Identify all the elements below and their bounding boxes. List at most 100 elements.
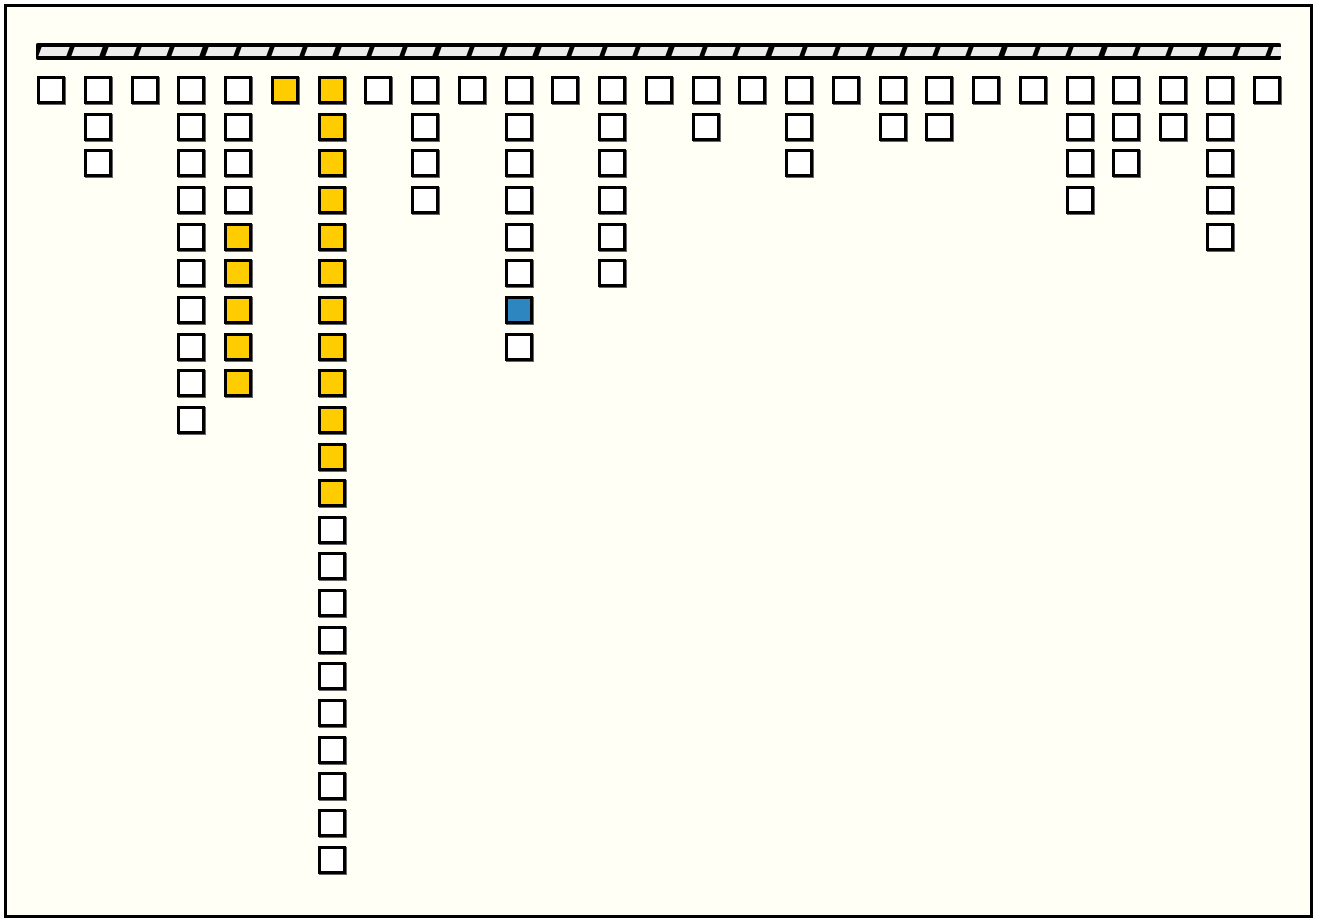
cell-empty[interactable] — [1206, 223, 1234, 251]
cell-empty[interactable] — [1253, 76, 1281, 104]
cell-empty[interactable] — [364, 76, 392, 104]
cell-empty[interactable] — [598, 259, 626, 287]
cell-empty[interactable] — [505, 149, 533, 177]
cell-empty[interactable] — [505, 223, 533, 251]
cell-empty[interactable] — [1019, 76, 1047, 104]
cell-empty[interactable] — [1066, 76, 1094, 104]
cell-yellow[interactable] — [224, 333, 252, 361]
bar-segment — [1203, 47, 1236, 56]
cell-yellow[interactable] — [318, 149, 346, 177]
cell-empty[interactable] — [832, 76, 860, 104]
cell-empty[interactable] — [505, 186, 533, 214]
cell-empty[interactable] — [318, 772, 346, 800]
cell-empty[interactable] — [177, 259, 205, 287]
cell-empty[interactable] — [224, 113, 252, 141]
cell-empty[interactable] — [598, 223, 626, 251]
cell-yellow[interactable] — [318, 296, 346, 324]
cell-empty[interactable] — [177, 113, 205, 141]
cell-empty[interactable] — [1206, 149, 1234, 177]
cell-blue[interactable] — [505, 296, 533, 324]
cell-empty[interactable] — [505, 259, 533, 287]
cell-empty[interactable] — [411, 113, 439, 141]
cell-empty[interactable] — [1066, 113, 1094, 141]
cell-empty[interactable] — [972, 76, 1000, 104]
cell-empty[interactable] — [318, 552, 346, 580]
cell-empty[interactable] — [318, 516, 346, 544]
cell-empty[interactable] — [411, 149, 439, 177]
cell-empty[interactable] — [1206, 186, 1234, 214]
cell-empty[interactable] — [1066, 149, 1094, 177]
cell-empty[interactable] — [1112, 149, 1140, 177]
cell-empty[interactable] — [879, 113, 907, 141]
bar-segment — [1070, 47, 1102, 56]
bar-segment — [937, 47, 969, 56]
cell-empty[interactable] — [1112, 113, 1140, 141]
cell-empty[interactable] — [505, 76, 533, 104]
cell-yellow[interactable] — [224, 223, 252, 251]
cell-yellow[interactable] — [271, 76, 299, 104]
cell-yellow[interactable] — [318, 369, 346, 397]
cell-yellow[interactable] — [318, 223, 346, 251]
cell-empty[interactable] — [1206, 76, 1234, 104]
cell-empty[interactable] — [598, 113, 626, 141]
cell-empty[interactable] — [318, 846, 346, 874]
cell-empty[interactable] — [505, 113, 533, 141]
cell-empty[interactable] — [411, 186, 439, 214]
cell-empty[interactable] — [551, 76, 579, 104]
cell-empty[interactable] — [1159, 76, 1187, 104]
cell-yellow[interactable] — [224, 369, 252, 397]
cell-empty[interactable] — [84, 113, 112, 141]
cell-empty[interactable] — [318, 589, 346, 617]
cell-empty[interactable] — [318, 809, 346, 837]
cell-empty[interactable] — [177, 296, 205, 324]
cell-yellow[interactable] — [318, 113, 346, 141]
cell-empty[interactable] — [1112, 76, 1140, 104]
cell-empty[interactable] — [411, 76, 439, 104]
cell-empty[interactable] — [925, 76, 953, 104]
cell-empty[interactable] — [1159, 113, 1187, 141]
cell-empty[interactable] — [224, 76, 252, 104]
cell-empty[interactable] — [224, 149, 252, 177]
cell-empty[interactable] — [645, 76, 673, 104]
cell-empty[interactable] — [785, 149, 813, 177]
cell-empty[interactable] — [177, 149, 205, 177]
cell-empty[interactable] — [1206, 113, 1234, 141]
cell-yellow[interactable] — [224, 296, 252, 324]
cell-empty[interactable] — [318, 699, 346, 727]
cell-yellow[interactable] — [318, 406, 346, 434]
cell-empty[interactable] — [785, 76, 813, 104]
cell-empty[interactable] — [177, 406, 205, 434]
cell-yellow[interactable] — [318, 333, 346, 361]
cell-empty[interactable] — [1066, 186, 1094, 214]
cell-empty[interactable] — [84, 76, 112, 104]
cell-empty[interactable] — [692, 76, 720, 104]
cell-empty[interactable] — [785, 113, 813, 141]
cell-empty[interactable] — [738, 76, 766, 104]
cell-yellow[interactable] — [224, 259, 252, 287]
cell-empty[interactable] — [84, 149, 112, 177]
cell-empty[interactable] — [925, 113, 953, 141]
cell-empty[interactable] — [177, 333, 205, 361]
cell-empty[interactable] — [177, 76, 205, 104]
cell-yellow[interactable] — [318, 186, 346, 214]
cell-empty[interactable] — [598, 76, 626, 104]
cell-empty[interactable] — [224, 186, 252, 214]
cell-empty[interactable] — [879, 76, 907, 104]
cell-empty[interactable] — [505, 333, 533, 361]
cell-empty[interactable] — [598, 186, 626, 214]
cell-yellow[interactable] — [318, 259, 346, 287]
cell-empty[interactable] — [692, 113, 720, 141]
cell-empty[interactable] — [598, 149, 626, 177]
cell-empty[interactable] — [458, 76, 486, 104]
cell-empty[interactable] — [177, 223, 205, 251]
cell-empty[interactable] — [131, 76, 159, 104]
cell-yellow[interactable] — [318, 479, 346, 507]
cell-empty[interactable] — [37, 76, 65, 104]
cell-empty[interactable] — [318, 736, 346, 764]
cell-yellow[interactable] — [318, 443, 346, 471]
cell-empty[interactable] — [318, 662, 346, 690]
cell-empty[interactable] — [177, 186, 205, 214]
cell-yellow[interactable] — [318, 76, 346, 104]
cell-empty[interactable] — [177, 369, 205, 397]
cell-empty[interactable] — [318, 626, 346, 654]
